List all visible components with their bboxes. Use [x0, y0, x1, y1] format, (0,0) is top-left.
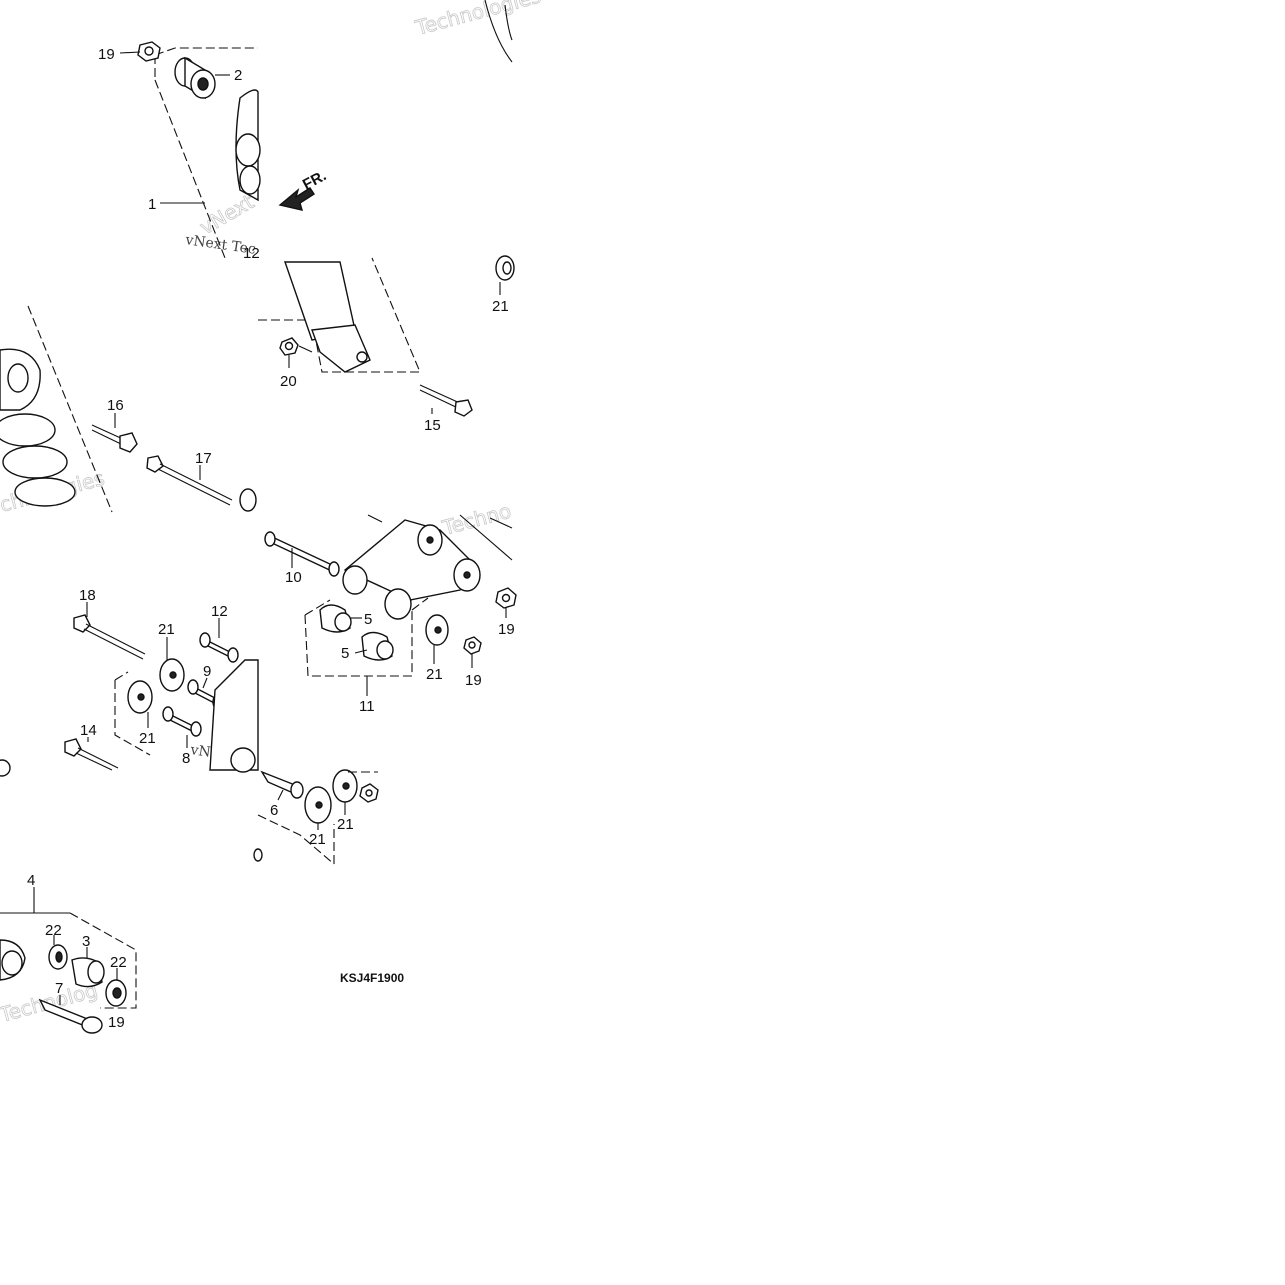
bolt-14-head: [64, 738, 82, 757]
callout-19: 19: [108, 1014, 125, 1031]
callout-21: 21: [309, 831, 326, 848]
bolt-15-head: [454, 399, 473, 417]
callout-22: 22: [45, 922, 62, 939]
callout-7: 7: [55, 980, 63, 997]
bolt-18-head: [73, 614, 91, 633]
tile-assembly-4: 4 22 3 22 7 19: [0, 872, 137, 1034]
nut-hole: [144, 46, 154, 56]
drawing-code: KSJ4F1900: [340, 971, 404, 985]
callout-22: 22: [110, 954, 127, 971]
callout-12: 12: [243, 245, 260, 262]
tile-shock-top: FR. 19 2 1 12: [98, 0, 513, 262]
tile-collar-6: 6 21 21: [253, 769, 379, 865]
callout-5: 5: [341, 645, 349, 662]
callout-3: 3: [82, 933, 90, 950]
callout-2: 2: [234, 67, 242, 84]
spring-coil: [0, 413, 56, 447]
callout-12: 12: [211, 603, 228, 620]
callout-14: 14: [80, 722, 97, 739]
callout-21: 21: [337, 816, 354, 833]
tile-collars: 18 21 12 9 21 8 14: [0, 587, 259, 777]
tile-shock-lower: 20 15 21: [258, 255, 515, 434]
callout-19: 19: [98, 46, 115, 63]
washer: [239, 488, 257, 512]
shock-clevis: [311, 324, 371, 373]
callout-21: 21: [158, 621, 175, 638]
callout-1: 1: [148, 196, 156, 213]
clevis-hole: [356, 351, 368, 363]
callout-11: 11: [359, 698, 375, 715]
callout-20: 20: [280, 373, 297, 390]
callout-16: 16: [107, 397, 124, 414]
watermark-text: Technologies: [412, 0, 543, 40]
spring-coil: [14, 477, 76, 507]
bushing-2-bore: [197, 77, 209, 91]
link-body: [209, 659, 259, 771]
spring-coil: [239, 165, 261, 195]
callout-9: 9: [203, 663, 211, 680]
callout-18: 18: [79, 587, 96, 604]
tile-cushion-arm: 10 19 5 5 21 19 11: [264, 514, 517, 715]
direction-label: FR.: [300, 167, 329, 193]
watermark-text: Techno: [439, 499, 514, 540]
front-arrow-icon: [278, 187, 315, 211]
callout-6: 6: [270, 802, 278, 819]
callout-5: 5: [364, 611, 372, 628]
pin-10: [266, 533, 338, 575]
callout-21: 21: [492, 298, 509, 315]
callout-8: 8: [182, 750, 190, 767]
spring-coil: [235, 133, 261, 167]
callout-10: 10: [285, 569, 302, 586]
tile-spring-bolts: 16 17: [0, 305, 257, 513]
callout-15: 15: [424, 417, 441, 434]
callout-21: 21: [426, 666, 443, 683]
callout-4: 4: [27, 872, 35, 889]
watermark-text: vNext: [196, 189, 259, 239]
callout-19: 19: [465, 672, 482, 689]
bolt-16-head: [119, 432, 138, 453]
callout-17: 17: [195, 450, 212, 467]
callout-19: 19: [498, 621, 515, 638]
spring-coil: [2, 445, 68, 479]
callout-21: 21: [139, 730, 156, 747]
